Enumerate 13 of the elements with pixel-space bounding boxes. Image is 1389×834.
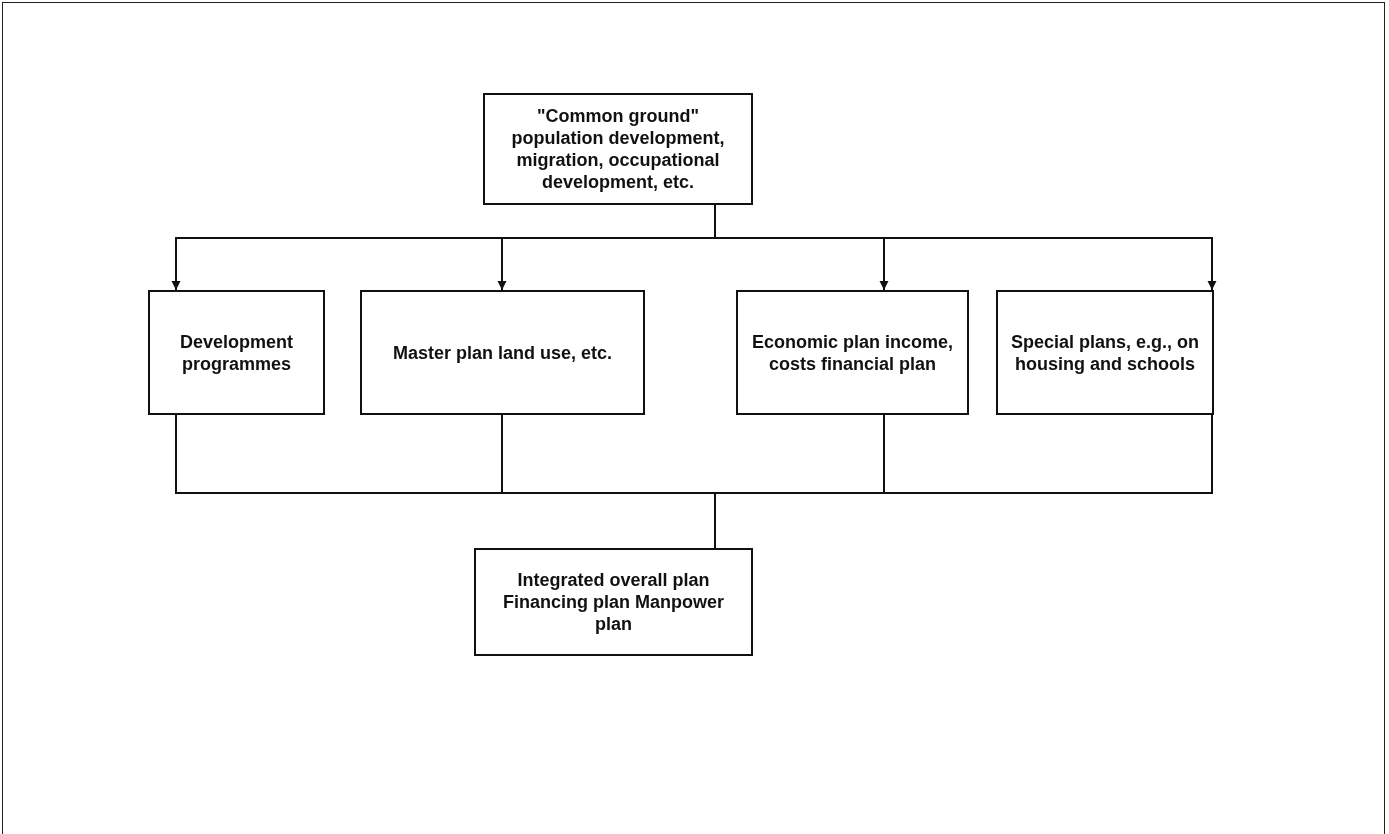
- box-text: Economic plan income, costs financial plan: [750, 330, 954, 375]
- box-text: population development, migration, occupational development, etc.: [510, 127, 726, 193]
- box-text: Master plan land use, etc.: [392, 341, 613, 364]
- process-box: [996, 290, 1214, 415]
- box-text: Development programmes: [179, 330, 294, 375]
- box-text: Special plans, e.g., on housing and schools: [1009, 330, 1201, 375]
- process-box: [360, 290, 645, 415]
- process-box: [474, 548, 753, 656]
- box-heading: "Common ground": [536, 105, 699, 127]
- process-box: [483, 93, 753, 205]
- process-box: [148, 290, 325, 415]
- process-box: [736, 290, 969, 415]
- box-text: Integrated overall plan Financing plan Manpower plan: [502, 569, 725, 635]
